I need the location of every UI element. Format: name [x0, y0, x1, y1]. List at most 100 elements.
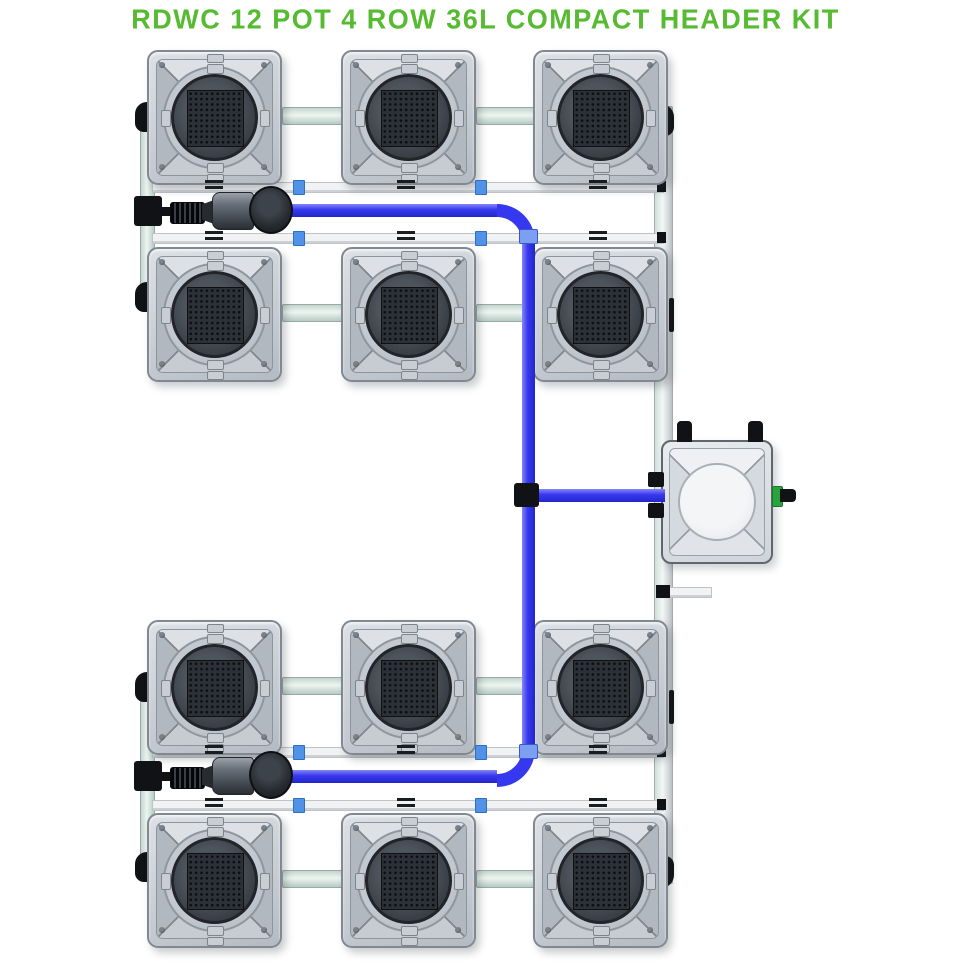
lid-screw	[545, 632, 551, 638]
ring-tab	[207, 926, 224, 936]
pot-interconnect-pipe	[476, 870, 537, 888]
lid-screw	[545, 164, 551, 170]
net-pot-mesh	[573, 90, 630, 147]
tube-pipe-connector	[519, 744, 538, 759]
lid-screw	[159, 825, 165, 831]
net-pot-mesh	[187, 287, 244, 344]
pot-outlet-fitting	[397, 180, 415, 183]
ring-tab	[593, 733, 610, 743]
pot-r3-c1	[147, 620, 282, 755]
lid-screw	[261, 632, 267, 638]
ring-tab	[401, 360, 418, 370]
pot-r3-c3	[533, 620, 668, 755]
ring-tab	[454, 873, 464, 890]
lid-screw	[261, 825, 267, 831]
header-top-port	[748, 421, 763, 442]
pot-outlet-fitting	[205, 180, 223, 183]
lid-clip	[593, 371, 610, 380]
lid-screw	[353, 927, 359, 933]
lid-clip	[401, 251, 418, 260]
lid-clip	[593, 817, 610, 826]
ring-tab	[355, 680, 365, 697]
pipe-connector	[293, 180, 305, 195]
pot-outlet-fitting	[589, 804, 607, 807]
net-pot-mesh	[187, 853, 244, 910]
pump-2-body	[212, 757, 254, 795]
pipe-port-fitting	[669, 690, 674, 724]
lid-screw	[353, 62, 359, 68]
lid-screw	[159, 734, 165, 740]
ring-tab	[401, 64, 418, 74]
ring-tab	[260, 307, 270, 324]
pot-outlet-fitting	[397, 237, 415, 240]
header-feed-tube	[535, 489, 665, 502]
lid-clip	[593, 624, 610, 633]
ring-tab	[646, 307, 656, 324]
lid-screw	[159, 164, 165, 170]
ring-tab	[161, 307, 171, 324]
ring-tab	[593, 360, 610, 370]
lid-screw	[261, 361, 267, 367]
ring-tab	[207, 64, 224, 74]
lid-screw	[647, 632, 653, 638]
ring-tab	[260, 873, 270, 890]
pump-1-valve-body	[134, 196, 162, 226]
lid-screw	[647, 361, 653, 367]
lid-screw	[647, 927, 653, 933]
net-pot-mesh	[381, 90, 438, 147]
net-pot-mesh	[573, 853, 630, 910]
pot-interconnect-pipe	[282, 677, 345, 695]
pump-1-adapter	[202, 200, 214, 224]
ring-tab	[207, 733, 224, 743]
lid-screw	[647, 62, 653, 68]
ring-tab	[593, 926, 610, 936]
ring-tab	[454, 110, 464, 127]
header-tank-cap	[678, 463, 756, 541]
ring-tab	[355, 307, 365, 324]
pot-outlet-fitting	[589, 180, 607, 183]
ring-tab	[260, 680, 270, 697]
ring-tab	[161, 110, 171, 127]
pipe-junction-fitting	[657, 799, 666, 810]
lid-screw	[159, 361, 165, 367]
lid-clip	[401, 937, 418, 946]
lid-screw	[353, 259, 359, 265]
ring-tab	[593, 261, 610, 271]
ring-tab	[547, 873, 557, 890]
pipe-connector	[475, 231, 487, 246]
lid-screw	[545, 927, 551, 933]
pot-outlet-fitting	[397, 231, 415, 234]
ring-tab	[454, 307, 464, 324]
ring-tab	[401, 634, 418, 644]
pot-outlet-fitting	[397, 751, 415, 754]
lid-screw	[159, 62, 165, 68]
pipe-connector	[293, 231, 305, 246]
pot-interconnect-pipe	[476, 107, 537, 125]
lid-screw	[545, 734, 551, 740]
stub-fitting	[656, 585, 670, 598]
pot-r4-c1	[147, 813, 282, 948]
pump-1-intake-cap	[249, 186, 293, 234]
pot-outlet-fitting	[589, 745, 607, 748]
lid-screw	[261, 927, 267, 933]
ring-tab	[207, 261, 224, 271]
net-pot-mesh	[187, 660, 244, 717]
lid-clip	[401, 371, 418, 380]
ring-tab	[401, 733, 418, 743]
lid-clip	[207, 251, 224, 260]
pot-outlet-fitting	[205, 798, 223, 801]
pot-r4-c2	[341, 813, 476, 948]
ring-tab	[547, 307, 557, 324]
pipe-connector	[293, 798, 305, 813]
lid-screw	[159, 259, 165, 265]
lid-screw	[353, 825, 359, 831]
lid-clip	[207, 817, 224, 826]
lid-screw	[455, 632, 461, 638]
pot-r2-c1	[147, 247, 282, 382]
ring-tab	[401, 261, 418, 271]
ring-tab	[355, 110, 365, 127]
lid-clip	[207, 54, 224, 63]
header-tank	[661, 440, 773, 564]
pot-outlet-fitting	[589, 237, 607, 240]
